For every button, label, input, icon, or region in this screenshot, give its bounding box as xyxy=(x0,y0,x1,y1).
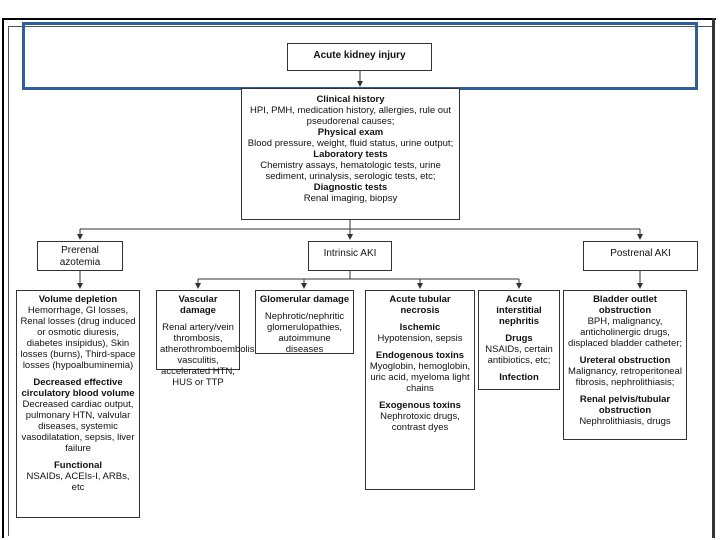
slide-frame-outer xyxy=(2,18,716,538)
ain-title: Acute interstitial nephritis xyxy=(496,294,542,327)
circulatory-volume-title: Decreased effective circulatory blood vo… xyxy=(21,377,135,399)
clinical-assessment-node: Clinical history HPI, PMH, medication hi… xyxy=(241,88,460,220)
laboratory-tests-title: Laboratory tests xyxy=(313,149,388,160)
postrenal-label: Postrenal AKI xyxy=(610,248,671,259)
atn-title: Acute tubular necrosis xyxy=(389,294,451,316)
ischemic-title: Ischemic xyxy=(399,322,441,333)
vascular-damage-title: Vascular damage xyxy=(178,294,218,316)
acute-interstitial-nephritis-node: Acute interstitial nephritis Drugs NSAID… xyxy=(478,290,560,390)
exogenous-toxins-title: Exogenous toxins xyxy=(379,400,461,411)
bladder-outlet-title: Bladder outlet obstruction xyxy=(593,294,657,316)
bladder-outlet-text: BPH, malignancy, anticholinergic drugs, … xyxy=(567,316,683,349)
laboratory-tests-text: Chemistry assays, hematologic tests, uri… xyxy=(260,160,441,182)
ureteral-obstruction-text: Malignancy, retroperitoneal fibrosis, ne… xyxy=(568,366,682,388)
root-node-acute-kidney-injury: Acute kidney injury xyxy=(287,43,432,71)
functional-text: NSAIDs, ACEIs-I, ARBs, etc xyxy=(26,471,130,493)
drugs-title: Drugs xyxy=(505,333,533,344)
ischemic-text: Hypotension, sepsis xyxy=(377,333,463,344)
renal-pelvis-title: Renal pelvis/tubular obstruction xyxy=(579,394,671,416)
clinical-history-title: Clinical history xyxy=(316,94,385,105)
volume-depletion-title: Volume depletion xyxy=(38,294,118,305)
glomerular-damage-text: Nephrotic/nephritic glomerulopathies, au… xyxy=(264,311,345,355)
clinical-history-text: HPI, PMH, medication history, allergies,… xyxy=(250,105,451,127)
prerenal-azotemia-node: Prerenal azotemia xyxy=(37,241,123,271)
vascular-damage-node: Vascular damage Renal artery/vein thromb… xyxy=(156,290,265,388)
endogenous-toxins-text: Myoglobin, hemoglobin, uric acid, myelom… xyxy=(369,361,471,394)
intrinsic-label: Intrinsic AKI xyxy=(323,248,377,259)
drugs-text: NSAIDs, certain antibiotics, etc; xyxy=(485,344,553,366)
glomerular-damage-title: Glomerular damage xyxy=(259,294,350,305)
diagnostic-tests-title: Diagnostic tests xyxy=(313,182,388,193)
glomerular-damage-node: Glomerular damage Nephrotic/nephritic gl… xyxy=(255,290,354,355)
functional-title: Functional xyxy=(53,460,103,471)
acute-tubular-necrosis-node: Acute tubular necrosis Ischemic Hypotens… xyxy=(365,290,475,490)
prerenal-label: Prerenal azotemia xyxy=(59,245,101,268)
diagnostic-tests-text: Renal imaging, biopsy xyxy=(303,193,398,204)
volume-depletion-node: Volume depletion Hemorrhage, GI losses, … xyxy=(16,290,140,518)
volume-depletion-text: Hemorrhage, GI losses, Renal losses (dru… xyxy=(20,305,136,371)
intrinsic-aki-node: Intrinsic AKI xyxy=(308,241,392,271)
endogenous-toxins-title: Endogenous toxins xyxy=(375,350,465,361)
root-label: Acute kidney injury xyxy=(313,50,406,61)
slide-frame-right-edge xyxy=(712,18,715,538)
circulatory-volume-text: Decreased cardiac output, pulmonary HTN,… xyxy=(21,399,135,454)
postrenal-aki-node: Postrenal AKI xyxy=(583,241,698,271)
postrenal-causes-node: Bladder outlet obstruction BPH, malignan… xyxy=(563,290,687,440)
physical-exam-title: Physical exam xyxy=(317,127,384,138)
infection-title: Infection xyxy=(499,372,539,383)
exogenous-toxins-text: Nephrotoxic drugs, contrast dyes xyxy=(380,411,460,433)
ureteral-obstruction-title: Ureteral obstruction xyxy=(579,355,671,366)
slide-frame-inner xyxy=(8,26,714,536)
physical-exam-text: Blood pressure, weight, fluid status, ur… xyxy=(247,138,454,149)
vascular-damage-text: Renal artery/vein thrombosis, atherothro… xyxy=(160,322,266,388)
renal-pelvis-text: Nephrolithiasis, drugs xyxy=(579,416,671,427)
